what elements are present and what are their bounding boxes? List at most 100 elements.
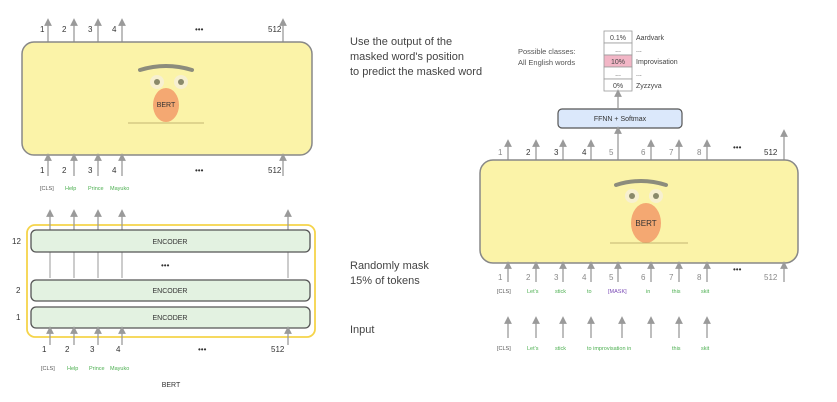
- right-in-pos-6: 6: [641, 273, 646, 282]
- encoder-input-arrows: [46, 326, 292, 345]
- top-bert-face: [128, 64, 204, 124]
- right-out-pos-1: 1: [498, 148, 503, 157]
- right-out-pos-4: 4: [582, 148, 587, 157]
- top-token-help: Help: [65, 186, 76, 192]
- top-bert-label: BERT: [157, 102, 176, 109]
- enc-token-cls: [CLS]: [41, 366, 55, 372]
- caption-use-output-3: to predict the masked word: [350, 66, 482, 78]
- encoder-layer-1-label: ENCODER: [152, 315, 187, 322]
- encoder-connector-lines: [49, 252, 289, 278]
- top-token-prince: Prince: [88, 186, 104, 192]
- right-out-pos-6: 6: [641, 148, 646, 157]
- caption-use-output-1: Use the output of the: [350, 36, 452, 48]
- enc-in-pos-3: 3: [90, 345, 95, 354]
- right-in-pos-1: 1: [498, 273, 503, 282]
- encoder-output-arrows: [46, 209, 292, 230]
- enc-in-pos-2: 2: [65, 345, 70, 354]
- all-english-words-label: All English words: [518, 58, 575, 67]
- top-in-pos-3: 3: [88, 166, 93, 175]
- right-in-ellipsis: •••: [733, 265, 742, 274]
- input-token-arrows: [504, 316, 711, 338]
- right-out-pos-5: 5: [609, 148, 614, 157]
- right-bert-face: [610, 179, 688, 244]
- right-in-pos-8: 8: [697, 273, 702, 282]
- input-token-lets: Let's: [527, 346, 539, 352]
- encoder-stack-caption: BERT: [162, 382, 181, 389]
- enc-token-prince: Prince: [89, 366, 105, 372]
- encoder-stack-ellipsis: •••: [161, 261, 170, 270]
- word-improvisation: Improvisation: [636, 59, 678, 66]
- top-in-ellipsis: •••: [195, 166, 204, 175]
- top-bert-output-arrows: [44, 18, 287, 42]
- caption-randomly-mask-1: Randomly mask: [350, 260, 429, 272]
- top-bert-group: 1 2 3 4 ••• 512 BERT 1 2 3 4 •••: [21, 18, 313, 192]
- top-out-ellipsis: •••: [195, 25, 204, 34]
- prob-aardvark: 0.1%: [610, 35, 626, 42]
- top-in-pos-4: 4: [112, 166, 117, 175]
- right-bert-input-arrows: [504, 261, 788, 282]
- top-in-pos-512: 512: [268, 166, 282, 175]
- top-out-pos-1: 1: [40, 25, 45, 34]
- caption-input: Input: [350, 324, 374, 336]
- encoder-layer-1: [30, 306, 311, 329]
- right-out-pos-7: 7: [669, 148, 674, 157]
- masked-token-mask: [MASK]: [608, 289, 627, 295]
- input-token-stick: stick: [555, 346, 566, 352]
- possible-classes-label: Possible classes:: [518, 47, 576, 56]
- input-token-to-improvisation-in: to improvisation in: [587, 346, 631, 352]
- top-out-pos-512: 512: [268, 25, 282, 34]
- caption-randomly-mask-2: 15% of tokens: [350, 275, 420, 287]
- layer-number-2: 2: [16, 286, 21, 295]
- top-token-cls: [CLS]: [40, 186, 54, 192]
- right-out-pos-2: 2: [526, 148, 531, 157]
- word-aardvark: Aardvark: [636, 35, 665, 42]
- encoder-layer-12: [30, 229, 311, 253]
- masked-token-this: this: [672, 289, 681, 295]
- layer-number-1: 1: [16, 313, 21, 322]
- right-in-pos-2: 2: [526, 273, 531, 282]
- enc-in-pos-512: 512: [271, 345, 285, 354]
- encoder-layer-2-label: ENCODER: [152, 288, 187, 295]
- encoder-stack-group: ENCODER 12 ••• ENCODER 2 ENCODER 1 1 2 3…: [12, 209, 316, 389]
- masked-token-to: to: [587, 289, 592, 295]
- enc-token-help: Help: [67, 366, 78, 372]
- layer-number-12: 12: [12, 237, 21, 246]
- top-in-pos-1: 1: [40, 166, 45, 175]
- right-out-ellipsis: •••: [733, 143, 742, 152]
- probability-table: 0.1% ... 10% ... 0% Aardvark ... Improvi…: [603, 30, 678, 92]
- right-out-pos-3: 3: [554, 148, 559, 157]
- masked-token-stick: stick: [555, 289, 566, 295]
- right-in-pos-512: 512: [764, 273, 778, 282]
- prob-ellipsis-1: ...: [615, 47, 621, 54]
- enc-in-pos-1: 1: [42, 345, 47, 354]
- encoder-stack-border: [26, 224, 316, 338]
- top-in-pos-2: 2: [62, 166, 67, 175]
- word-zyzzyva: Zyzzyva: [636, 83, 662, 90]
- right-in-pos-4: 4: [582, 273, 587, 282]
- right-in-pos-3: 3: [554, 273, 559, 282]
- right-bert-output-arrows: [504, 129, 788, 160]
- prob-ellipsis-2: ...: [615, 71, 621, 78]
- right-out-pos-8: 8: [697, 148, 702, 157]
- input-token-skit: skit: [701, 346, 710, 352]
- prob-zyzzyva: 0%: [613, 83, 623, 90]
- top-out-pos-3: 3: [88, 25, 93, 34]
- input-token-cls: [CLS]: [497, 346, 511, 352]
- word-ellipsis-2: ...: [636, 71, 642, 78]
- masked-token-cls: [CLS]: [497, 289, 511, 295]
- masked-token-in: in: [646, 289, 650, 295]
- encoder-layer-2: [30, 279, 311, 302]
- right-out-pos-512: 512: [764, 148, 778, 157]
- right-in-pos-7: 7: [669, 273, 674, 282]
- top-out-pos-2: 2: [62, 25, 67, 34]
- input-token-this: this: [672, 346, 681, 352]
- encoder-layer-12-label: ENCODER: [152, 239, 187, 246]
- right-in-pos-5: 5: [609, 273, 614, 282]
- top-token-mayuko: Mayuko: [110, 186, 129, 192]
- masked-token-lets: Let's: [527, 289, 539, 295]
- enc-in-ellipsis: •••: [198, 345, 207, 354]
- prob-improvisation: 10%: [611, 59, 625, 66]
- top-bert-input-arrows: [44, 153, 287, 176]
